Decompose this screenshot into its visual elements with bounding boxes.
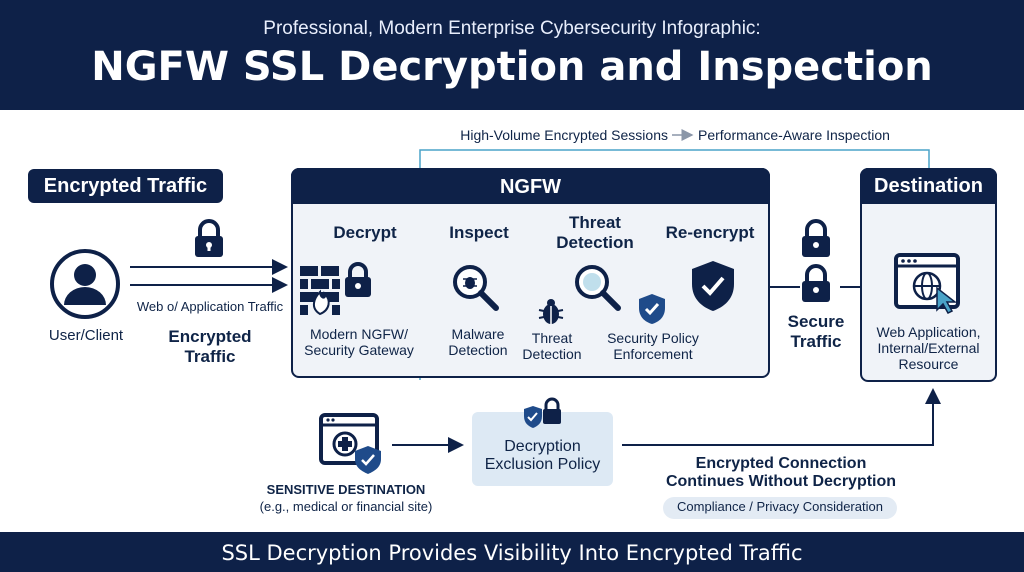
firewall-icon [300,262,371,316]
step-inspect: Inspect [449,223,509,242]
bypass-line [622,388,941,446]
malware-detection-label: Malware Detection [448,326,508,359]
page-title: NGFW SSL Decryption and Inspection [91,44,933,90]
reencrypt-shield-icon [692,261,734,311]
exclusion-policy-box [472,412,613,486]
footer-text: SSL Decryption Provides Visibility Into … [221,541,803,565]
sensitive-destination-subtitle: (e.g., medical or financial site) [259,499,433,514]
compliance-badge [663,497,897,519]
lock-icon [802,264,830,302]
shield-lock-icon [524,397,561,428]
bypass-label: Encrypted Connection Continues Without D… [665,455,897,491]
lock-icon [802,219,830,257]
destination-header [860,168,997,204]
bug-icon [538,299,564,324]
sensitive-destination-title: SENSITIVE DESTINATION [266,482,426,497]
user-client-label: User/Client [48,327,124,344]
compliance-label: Compliance / Privacy Consideration [677,499,883,514]
lock-icon [195,219,223,257]
policy-shield-icon [639,294,665,324]
policy-enforcement-label: Security Policy Enforcement [607,330,699,363]
step-threat-detection: Threat Detection [556,213,634,252]
secure-traffic-label: Secure Traffic [787,312,845,351]
threat-detection-label: Threat Detection [522,330,582,363]
gateway-label: Modern NGFW/ Security Gateway [304,326,414,359]
destination-label: Web Application, Internal/External Resou… [876,324,981,373]
malware-scan-icon [453,265,499,311]
threat-search-icon [575,265,621,311]
step-decrypt: Decrypt [333,223,397,242]
user-avatar-icon [50,249,120,319]
footer-banner [0,532,1024,572]
ngfw-title: NGFW [499,176,562,198]
top-note-left: High-Volume Encrypted Sessions [460,127,668,143]
destination-title: Destination [874,175,983,197]
encrypted-traffic-badge: Encrypted Traffic [28,169,223,203]
exclusion-policy-label: Decryption Exclusion Policy [484,438,601,474]
web-app-globe-icon [894,253,960,314]
header-subtitle: Professional, Modern Enterprise Cybersec… [263,18,761,39]
encrypted-traffic-label: Encrypted Traffic [168,327,252,366]
step-reencrypt: Re-encrypt [665,223,755,242]
flow-label: Web o/ Application Traffic [136,299,284,314]
top-note-right: Performance-Aware Inspection [698,127,890,143]
ngfw-header [291,168,770,204]
header-banner [0,0,1024,110]
medical-site-icon [319,413,381,474]
